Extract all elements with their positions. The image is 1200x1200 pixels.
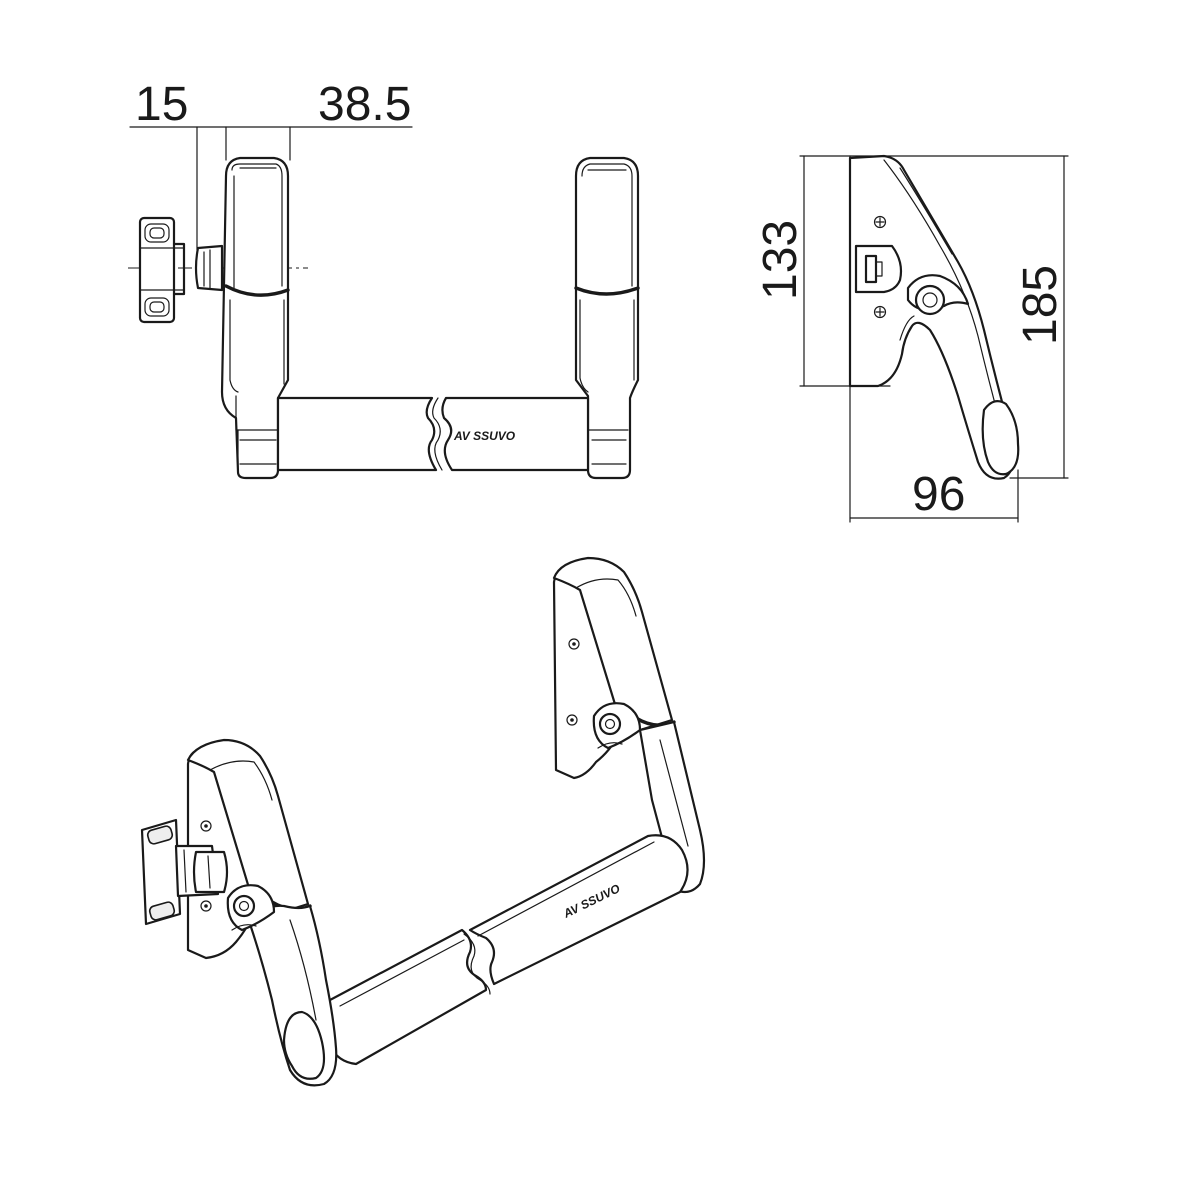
- iso-bar-near: [325, 928, 491, 1066]
- bar-right: AV SSUVO: [441, 396, 590, 472]
- dimension-side: 133 185 96: [754, 155, 1069, 523]
- side-body: [848, 154, 1020, 480]
- spindle: [194, 244, 224, 292]
- left-arm: [220, 156, 290, 480]
- iso-left-arm: [186, 738, 338, 1087]
- side-view: 133 185 96: [754, 154, 1069, 523]
- iso-right-arm: [552, 556, 706, 894]
- right-arm: [574, 156, 640, 480]
- isometric-view: AV SSUVO: [140, 556, 706, 1087]
- dimension-15: 15: [135, 78, 188, 131]
- dimension-133: 133: [754, 220, 807, 300]
- dimension-38-5: 38.5: [318, 78, 411, 131]
- wall-bracket: [138, 216, 186, 324]
- bar-left: [276, 396, 443, 472]
- iso-wall-bracket: [140, 818, 229, 926]
- dimension-96: 96: [912, 468, 965, 521]
- front-view: 15 38.5: [128, 78, 640, 480]
- dimension-top: 15 38.5: [129, 78, 413, 251]
- logo-front: AV SSUVO: [453, 429, 516, 443]
- dimension-185: 185: [1014, 265, 1067, 345]
- iso-bar-far: AV SSUVO: [468, 834, 689, 986]
